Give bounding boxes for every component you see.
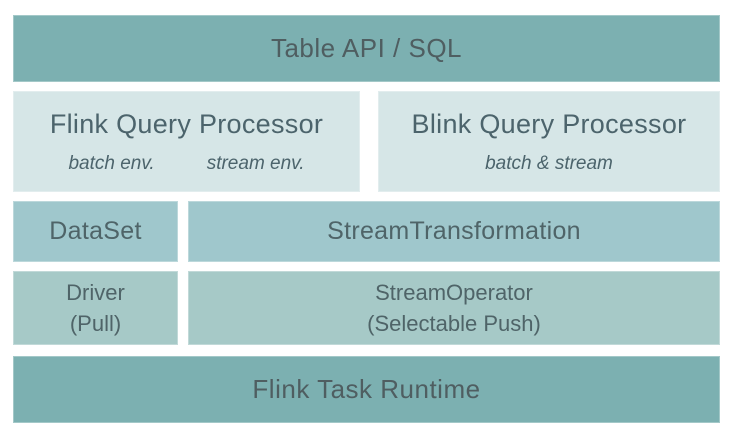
blink-query-processor-box: Blink Query Processor batch & stream — [378, 91, 720, 192]
flink-batch-env-label: batch env. — [68, 152, 155, 174]
streamtransformation-label: StreamTransformation — [327, 217, 581, 245]
driver-label-line2: (Pull) — [69, 311, 122, 336]
streamoperator-box: StreamOperator (Selectable Push) — [188, 271, 720, 345]
flink-query-processor-box: Flink Query Processor batch env. stream … — [13, 91, 360, 192]
table-api-sql-bar: Table API / SQL — [13, 15, 720, 82]
blink-query-processor-title: Blink Query Processor — [411, 108, 687, 139]
streamoperator-label-line1: StreamOperator — [375, 280, 533, 305]
layer-runtime: Flink Task Runtime — [13, 356, 720, 423]
layer-query-processors: Flink Query Processor batch env. stream … — [13, 91, 720, 192]
layer-table-api: Table API / SQL — [13, 15, 720, 82]
dataset-box: DataSet — [13, 201, 178, 262]
flink-task-runtime-bar: Flink Task Runtime — [13, 356, 720, 423]
flink-env-labels: batch env. stream env. — [68, 153, 304, 175]
flink-task-runtime-label: Flink Task Runtime — [252, 374, 481, 404]
table-api-sql-label: Table API / SQL — [270, 33, 463, 63]
blink-batch-stream-label: batch & stream — [485, 152, 613, 174]
flink-query-processor-title: Flink Query Processor — [49, 108, 324, 139]
driver-box: Driver (Pull) — [13, 271, 178, 345]
layer-abstraction: DataSet StreamTransformation — [13, 201, 720, 262]
dataset-label: DataSet — [49, 217, 142, 245]
driver-label-line1: Driver — [66, 280, 125, 305]
layer-operators: Driver (Pull) StreamOperator (Selectable… — [13, 271, 720, 345]
streamoperator-label-line2: (Selectable Push) — [367, 311, 541, 336]
flink-stream-env-label: stream env. — [206, 152, 305, 174]
streamtransformation-box: StreamTransformation — [188, 201, 720, 262]
